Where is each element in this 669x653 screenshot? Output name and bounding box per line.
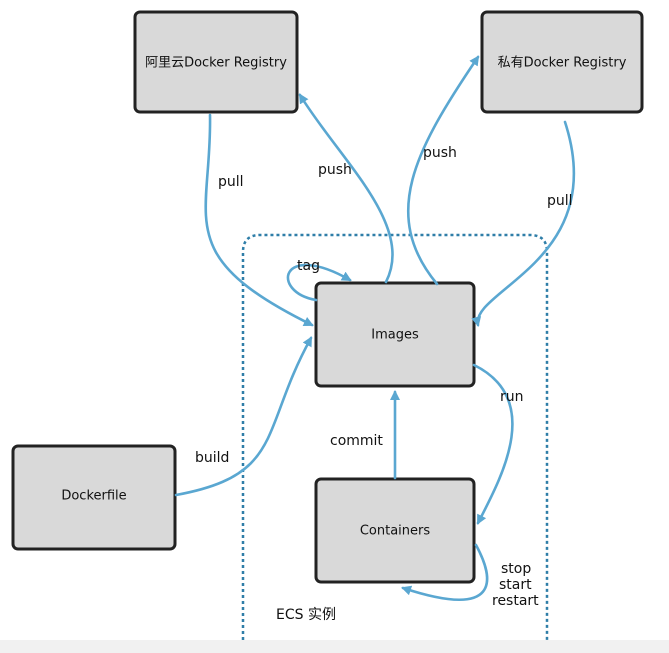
restart-loop-arrow	[401, 543, 489, 601]
run-arrow	[472, 363, 514, 525]
lifecycle-labels: stop start restart	[492, 561, 539, 609]
private-registry-node: 私有Docker Registry	[480, 10, 644, 114]
stop-label: stop	[501, 561, 531, 577]
aliyun-registry-node: 阿里云Docker Registry	[133, 10, 299, 114]
aliyun-registry-label: 阿里云Docker Registry	[145, 56, 287, 71]
restart-label: restart	[492, 593, 539, 609]
start-label: start	[499, 577, 532, 593]
dockerfile-node: Dockerfile	[11, 444, 177, 551]
containers-label: Containers	[360, 524, 431, 539]
pull-right-arrow	[471, 120, 576, 327]
push-left-arrow	[298, 93, 394, 284]
images-label: Images	[371, 328, 419, 343]
pull-left-label: pull	[218, 174, 244, 190]
tag-arrow	[286, 263, 352, 302]
build-arrow	[174, 336, 313, 497]
run-label: run	[500, 389, 524, 405]
commit-label: commit	[330, 433, 383, 449]
push-left-label: push	[318, 162, 352, 178]
push-right-arrow	[406, 55, 480, 286]
ecs-instance-label: ECS 实例	[276, 607, 336, 623]
containers-node: Containers	[314, 477, 476, 584]
tag-label: tag	[297, 258, 320, 274]
pull-right-label: pull	[547, 193, 573, 209]
bottom-strip	[0, 640, 669, 653]
pull-left-arrow	[204, 113, 314, 327]
push-right-label: push	[423, 145, 457, 161]
images-node: Images	[314, 281, 476, 388]
private-registry-label: 私有Docker Registry	[498, 56, 627, 71]
build-label: build	[195, 450, 229, 466]
dockerfile-label: Dockerfile	[61, 489, 126, 504]
